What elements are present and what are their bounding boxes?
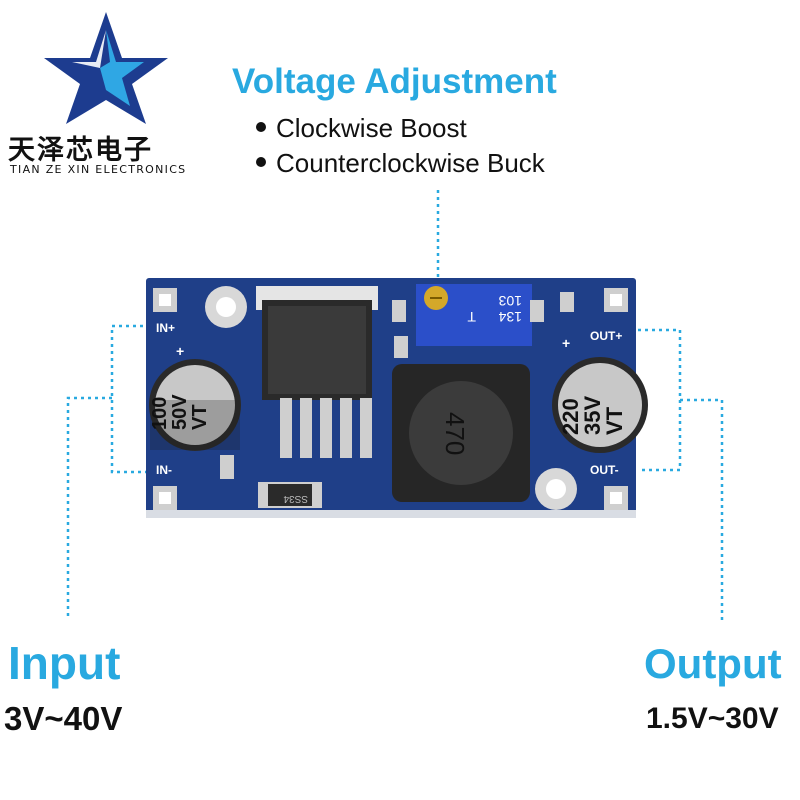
diode xyxy=(258,482,322,508)
bullet-counterclockwise: Counterclockwise Buck xyxy=(256,148,545,179)
pot-code: 103 xyxy=(498,293,522,309)
output-capacitor xyxy=(552,357,648,453)
inductor xyxy=(392,364,530,502)
mounting-holes xyxy=(205,286,577,510)
diode-code: SS34 xyxy=(283,493,308,504)
brand-logo xyxy=(44,12,168,124)
input-cap-voltage: 50V xyxy=(169,394,191,430)
bullet-text: Clockwise Boost xyxy=(276,113,467,143)
output-title: Output xyxy=(644,640,782,687)
input-cap-value: 100 xyxy=(149,397,171,430)
pot-mark: T xyxy=(467,309,476,325)
output-cap-brand: VT xyxy=(602,406,627,435)
pin-in-plus: IN+ xyxy=(156,321,175,335)
bullet-dot xyxy=(256,122,266,133)
brand-name-en: TIAN ZE XIN ELECTRONICS xyxy=(10,163,187,176)
smd-components xyxy=(220,292,574,479)
pin-out-plus: OUT+ xyxy=(590,329,622,343)
regulator-ic xyxy=(256,286,378,458)
input-cap-brand: VT xyxy=(189,404,211,430)
output-range: 1.5V~30V xyxy=(646,702,779,735)
pot-batch: 134 xyxy=(498,309,522,325)
output-cap-value: 220 xyxy=(558,398,583,435)
input-range: 3V~40V xyxy=(4,700,123,737)
leader-lines xyxy=(66,190,724,620)
input-title: Input xyxy=(8,637,121,689)
plus-mark-output: + xyxy=(562,335,570,351)
pin-out-minus: OUT- xyxy=(590,463,619,477)
bullet-text: Counterclockwise Buck xyxy=(276,148,545,178)
plus-mark-input: + xyxy=(176,343,184,359)
input-capacitor xyxy=(149,359,241,451)
bullet-clockwise: Clockwise Boost xyxy=(256,113,467,144)
adjustment-title: Voltage Adjustment xyxy=(232,62,557,101)
inductor-value: 470 xyxy=(440,412,470,455)
bullet-dot xyxy=(256,157,266,168)
output-cap-voltage: 35V xyxy=(580,396,605,435)
pin-in-minus: IN- xyxy=(156,463,172,477)
potentiometer xyxy=(416,284,532,346)
brand-name-cn: 天泽芯电子 xyxy=(8,135,153,166)
